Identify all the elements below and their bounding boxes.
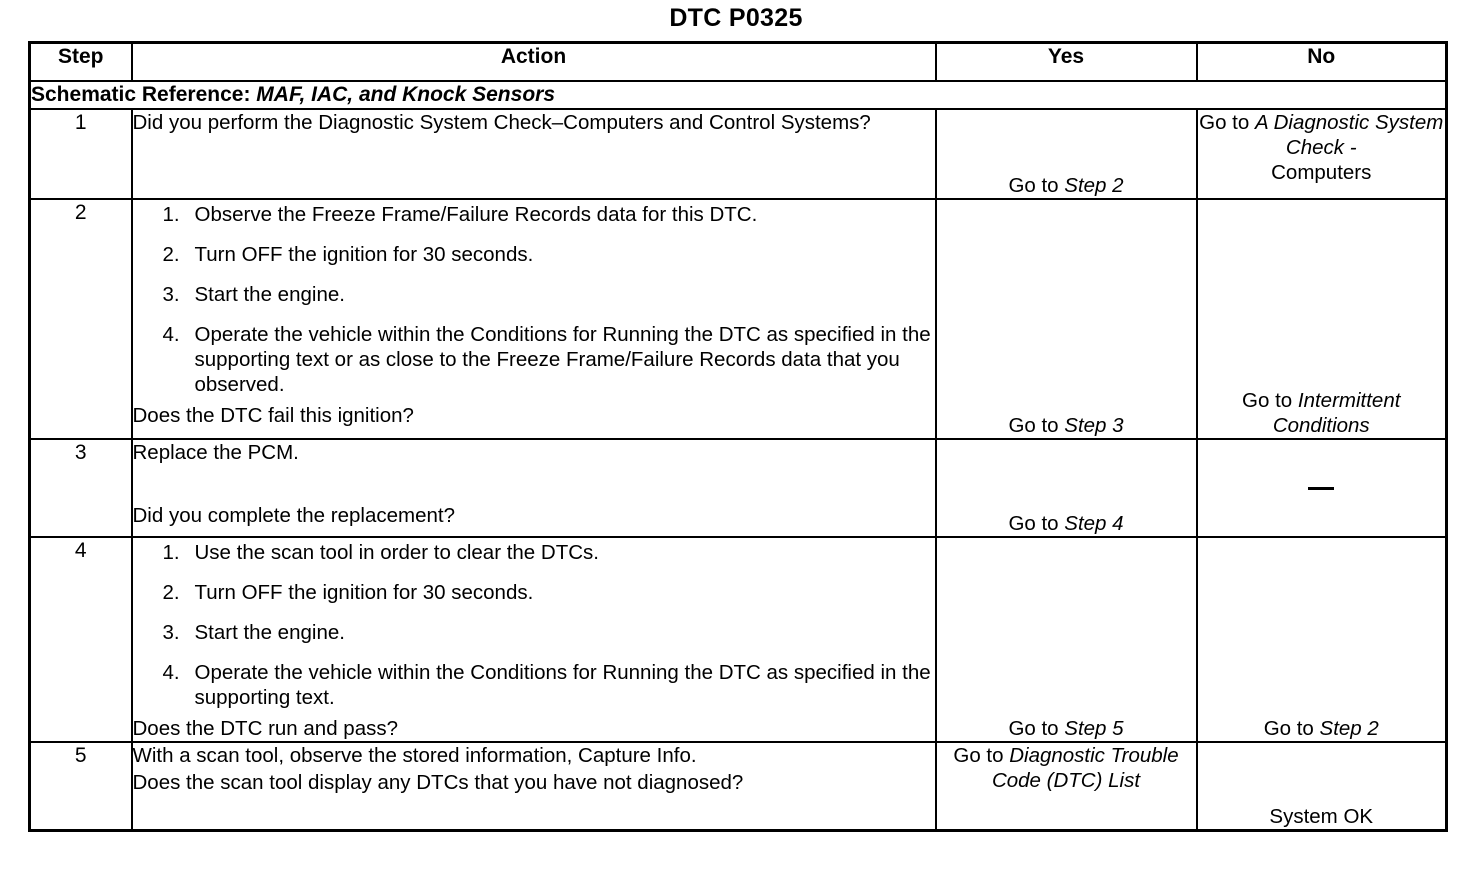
yes-italic: Step 2 (1064, 173, 1124, 197)
list-item: Turn OFF the ignition for 30 seconds. (163, 580, 534, 605)
no-prefix: Go to (1199, 110, 1255, 134)
yes-prefix: Go to (953, 743, 1010, 767)
step-number: 2 (28, 197, 133, 440)
no-italic: A Diagnostic System Check - (1254, 110, 1444, 159)
step-question: Does the DTC fail this ignition? (132, 403, 414, 427)
step-action-text: Did you perform the Diagnostic System Ch… (132, 110, 871, 134)
yes-prefix: Go to (1008, 413, 1065, 437)
no-italic: Intermittent Conditions (1272, 388, 1401, 437)
step-question: Does the DTC run and pass? (132, 716, 399, 740)
yes-italic: Diagnostic Trouble Code (DTC) List (991, 743, 1179, 792)
step-action-cell: Use the scan tool in order to clear the … (130, 535, 937, 743)
yes-italic: Step 4 (1064, 511, 1124, 535)
no-prefix: Go to (1242, 388, 1298, 412)
step-number: 3 (28, 437, 133, 538)
table-row: 1 Did you perform the Diagnostic System … (28, 107, 1448, 200)
column-header-no: No (1195, 41, 1448, 82)
list-item: Operate the vehicle within the Condition… (163, 660, 931, 709)
yes-prefix: Go to (1008, 511, 1065, 535)
step-number: 4 (28, 535, 133, 743)
column-header-yes: Yes (934, 41, 1198, 82)
step-no-cell: Go to Intermittent Conditions (1195, 197, 1448, 440)
step-no-cell (1195, 437, 1448, 538)
table-row: 5 With a scan tool, observe the stored i… (28, 740, 1448, 832)
column-header-step: Step (28, 41, 133, 82)
spacer (133, 465, 935, 503)
list-item: Operate the vehicle within the Condition… (163, 322, 931, 396)
step-action-cell: With a scan tool, observe the stored inf… (130, 740, 937, 832)
step-yes-cell: Go to Diagnostic Trouble Code (DTC) List (934, 740, 1198, 832)
step-lead-text: Replace the PCM. (132, 440, 299, 464)
no-prefix: Go to (1263, 716, 1320, 740)
schematic-reference-value: MAF, IAC, and Knock Sensors (256, 83, 555, 106)
yes-italic: Step 3 (1064, 413, 1124, 437)
list-item: Turn OFF the ignition for 30 seconds. (163, 242, 534, 267)
step-number: 1 (28, 107, 133, 200)
list-item: Start the engine. (163, 282, 345, 307)
dtc-diagnostic-table: Step Action Yes No Schematic Reference: … (28, 41, 1448, 833)
step-action-cell: Observe the Freeze Frame/Failure Records… (130, 197, 937, 440)
step-substep-list: Use the scan tool in order to clear the … (133, 540, 935, 710)
yes-prefix: Go to (1008, 716, 1065, 740)
step-no-cell: Go to A Diagnostic System Check - Comput… (1195, 107, 1448, 200)
yes-italic: Step 5 (1064, 716, 1124, 740)
yes-prefix: Go to (1008, 173, 1065, 197)
step-no-cell: Go to Step 2 (1195, 535, 1448, 743)
em-dash-icon (1308, 487, 1335, 491)
no-suffix: System OK (1269, 805, 1374, 829)
schematic-reference-row: Schematic Reference: MAF, IAC, and Knock… (28, 80, 1448, 110)
step-yes-cell: Go to Step 4 (934, 437, 1198, 538)
table-row: 3 Replace the PCM. Did you complete the … (28, 437, 1448, 538)
schematic-reference-cell: Schematic Reference: MAF, IAC, and Knock… (28, 80, 1448, 110)
list-item: Start the engine. (163, 620, 345, 645)
step-no-cell: System OK (1195, 740, 1448, 832)
step-action-cell: Did you perform the Diagnostic System Ch… (130, 107, 937, 200)
column-header-action: Action (130, 41, 937, 82)
step-action-cell: Replace the PCM. Did you complete the re… (130, 437, 937, 538)
step-question: Does the scan tool display any DTCs that… (132, 770, 744, 794)
table-header-row: Step Action Yes No (28, 41, 1448, 82)
table-row: 4 Use the scan tool in order to clear th… (28, 535, 1448, 743)
step-yes-cell: Go to Step 3 (934, 197, 1198, 440)
step-yes-cell: Go to Step 2 (934, 107, 1198, 200)
table-row: 2 Observe the Freeze Frame/Failure Recor… (28, 197, 1448, 440)
step-substep-list: Observe the Freeze Frame/Failure Records… (133, 202, 935, 397)
list-item: Observe the Freeze Frame/Failure Records… (163, 202, 758, 227)
no-suffix: Computers (1271, 160, 1372, 184)
page-title: DTC P0325 (669, 4, 803, 32)
no-italic: Step 2 (1319, 716, 1379, 740)
schematic-reference-label: Schematic Reference: (31, 83, 251, 106)
step-number: 5 (28, 740, 133, 832)
step-yes-cell: Go to Step 5 (934, 535, 1198, 743)
step-lead-text: With a scan tool, observe the stored inf… (132, 743, 697, 767)
list-item: Use the scan tool in order to clear the … (163, 540, 600, 565)
step-question: Did you complete the replacement? (132, 503, 456, 527)
